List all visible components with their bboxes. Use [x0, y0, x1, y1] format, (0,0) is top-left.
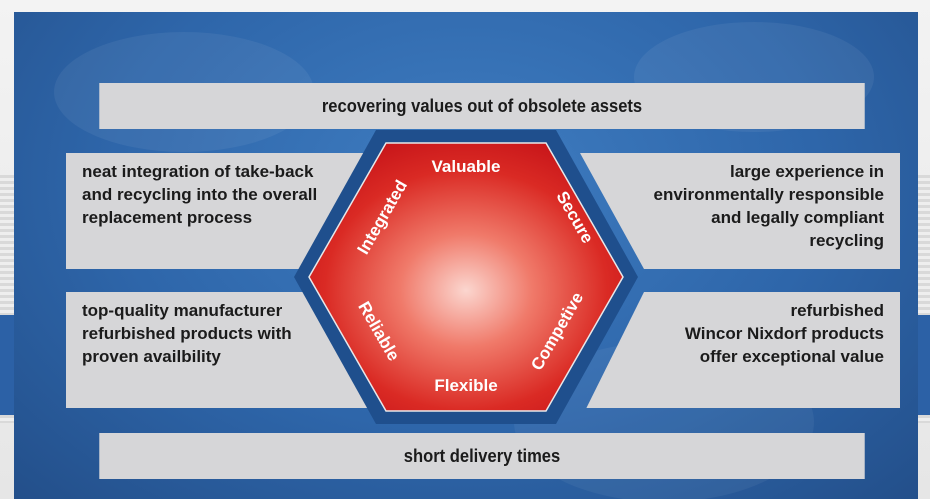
benefit-text-bottom-left: top-quality manufacturer refurbished pro…: [82, 301, 292, 366]
benefit-text-top-right: large experience in environmentally resp…: [653, 162, 884, 250]
top-benefit-text: recovering values out of obsolete assets: [321, 95, 643, 116]
benefit-box-bottom-right: refurbished Wincor Nixdorf products offe…: [586, 292, 900, 408]
hex-label-top: Valuable: [432, 157, 501, 176]
bottom-benefit-bar: short delivery times: [99, 433, 865, 479]
left-edge-stripe: [0, 175, 14, 423]
hex-label-bottom: Flexible: [434, 376, 497, 395]
benefit-text-bottom-right: refurbished Wincor Nixdorf products offe…: [684, 301, 884, 366]
blue-background-panel: recovering values out of obsolete assets…: [14, 12, 918, 499]
benefit-text-top-left: neat integration of take-back and recycl…: [82, 162, 318, 227]
right-edge-stripe: [916, 175, 930, 423]
hexagon-shape: [308, 142, 624, 412]
top-benefit-bar: recovering values out of obsolete assets: [99, 83, 865, 129]
bottom-benefit-text: short delivery times: [403, 445, 561, 466]
value-hexagon: Valuable Flexible Integrated Secure Reli…: [294, 130, 638, 424]
